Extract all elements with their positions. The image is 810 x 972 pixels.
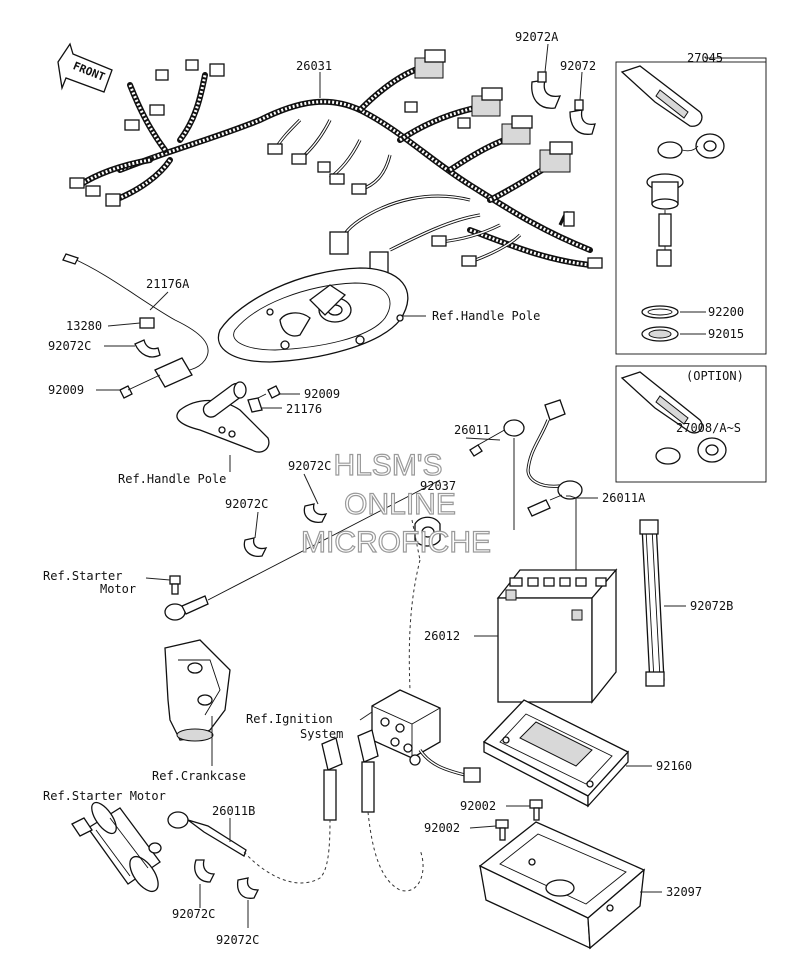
battery-tray-92160 xyxy=(482,699,630,808)
label-92037: 92037 xyxy=(420,479,456,493)
battery-26012 xyxy=(496,568,618,704)
label-26011b: 26011B xyxy=(212,804,255,818)
label-ref-handle-pole-1: Ref.Handle Pole xyxy=(432,309,540,323)
label-27045: 27045 xyxy=(687,51,723,65)
label-ref-crankcase: Ref.Crankcase xyxy=(152,769,246,783)
label-ref-starter-motor-1a: Ref.Starter xyxy=(43,569,122,583)
cable-26011 xyxy=(477,427,509,446)
starter-motor xyxy=(71,801,162,893)
watermark-line2: ONLINE xyxy=(344,488,456,521)
label-13280: 13280 xyxy=(66,319,102,333)
label-32097: 32097 xyxy=(666,885,702,899)
label-92072b: 92072B xyxy=(690,599,733,613)
crankcase-bracket xyxy=(164,639,231,742)
clamp-92072a xyxy=(531,79,562,109)
label-ref-ignition-b: System xyxy=(300,727,343,741)
watermark: HLSM'S ONLINE MICROFICHE xyxy=(300,448,491,559)
handle-pole-housing xyxy=(217,267,409,363)
strap-92072b xyxy=(639,519,665,687)
label-92072c-4: 92072C xyxy=(172,907,215,921)
ignition-unit xyxy=(371,689,481,783)
label-92015: 92015 xyxy=(708,327,744,341)
battery-case-32097 xyxy=(478,821,646,950)
ignition-key-27045 xyxy=(620,65,725,342)
starter-terminal xyxy=(164,479,441,621)
label-92072c-2: 92072C xyxy=(288,459,331,473)
label-option: (OPTION) xyxy=(686,369,744,383)
label-21176a: 21176A xyxy=(146,277,190,291)
plug-caps xyxy=(321,729,379,821)
label-92072c-3: 92072C xyxy=(225,497,268,511)
clamp-92072 xyxy=(569,109,596,135)
label-26011: 26011 xyxy=(454,423,490,437)
label-92009-2: 92009 xyxy=(304,387,340,401)
label-21176: 21176 xyxy=(286,402,322,416)
watermark-line3: MICROFICHE xyxy=(301,526,491,559)
watermark-line1: HLSM'S xyxy=(333,449,442,482)
label-27008: 27008/A~S xyxy=(676,421,741,435)
clamp-92072c-1 xyxy=(134,339,161,358)
label-ref-ignition-a: Ref.Ignition xyxy=(246,712,333,726)
clamp-92072c-3 xyxy=(243,537,268,557)
clamp-92072c-4 xyxy=(194,859,216,883)
label-92009-1: 92009 xyxy=(48,383,84,397)
label-92160: 92160 xyxy=(656,759,692,773)
label-92072a: 92072A xyxy=(515,30,559,44)
clip-13280 xyxy=(139,317,155,329)
clamp-92072c-2 xyxy=(303,503,328,523)
ignition-key-27008 xyxy=(620,371,727,465)
wire-21176a xyxy=(71,257,209,373)
label-26031: 26031 xyxy=(296,59,332,73)
label-26012: 26012 xyxy=(424,629,460,643)
label-92072c-5: 92072C xyxy=(216,933,259,947)
handle-pole-bracket xyxy=(176,381,270,453)
label-92002-1: 92002 xyxy=(460,799,496,813)
label-ref-handle-pole-2: Ref.Handle Pole xyxy=(118,472,226,486)
ignition-key-box xyxy=(615,61,767,355)
option-box xyxy=(615,365,767,483)
label-92200: 92200 xyxy=(708,305,744,319)
label-26011a: 26011A xyxy=(602,491,646,505)
bolt-92002-1 xyxy=(529,799,543,821)
main-harness xyxy=(69,49,603,275)
front-arrow-icon: FRONT xyxy=(57,42,113,93)
label-ref-starter-motor-1b: Motor xyxy=(100,582,136,596)
clamp-92072c-5 xyxy=(236,877,260,899)
label-92072: 92072 xyxy=(560,59,596,73)
label-92002-2: 92002 xyxy=(424,821,460,835)
label-92072c-1: 92072C xyxy=(48,339,91,353)
bolt-92002-2 xyxy=(495,819,509,841)
cable-26011b xyxy=(167,811,247,857)
label-ref-starter-motor-2: Ref.Starter Motor xyxy=(43,789,166,803)
